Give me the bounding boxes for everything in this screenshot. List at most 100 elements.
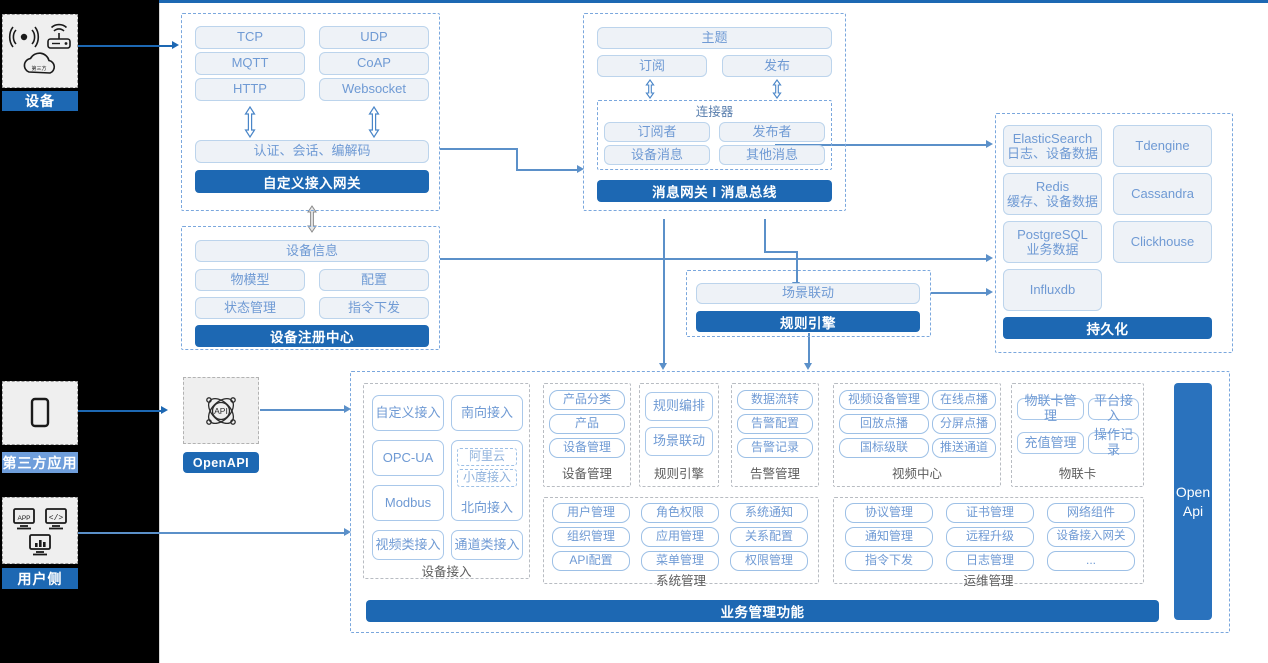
chip-api-config[interactable]: API配置 [552,551,630,571]
chip-publish[interactable]: 发布 [722,55,832,77]
chip-scene-linkage-biz[interactable]: 场景联动 [645,427,713,456]
chip-platform-access[interactable]: 平台接入 [1088,393,1139,423]
chip-command-dispatch[interactable]: 指令下发 [845,551,933,571]
chip-postgresql[interactable]: PostgreSQL 业务数据 [1003,221,1102,263]
store-name: ElasticSearch [1012,130,1093,146]
registry-title-bar[interactable]: 设备注册中心 [195,325,429,347]
chip-aliyun[interactable]: 阿里云 [457,448,517,466]
business-title-bar[interactable]: 业务管理功能 [366,600,1159,622]
chip-southbound-access[interactable]: 南向接入 [451,395,523,431]
chip-push-channel[interactable]: 推送通道 [932,438,996,458]
chip-split-screen-vod[interactable]: 分屏点播 [932,414,996,434]
chip-video-device-mgmt[interactable]: 视频设备管理 [839,390,929,410]
chip-org-mgmt[interactable]: 组织管理 [552,527,630,547]
chip-clickhouse[interactable]: Clickhouse [1113,221,1212,263]
chip-permission-mgmt[interactable]: 权限管理 [730,551,808,571]
chip-video-access[interactable]: 视频类接入 [372,530,444,560]
chip-auth-session-codec[interactable]: 认证、会话、编解码 [195,140,429,163]
chip-publisher[interactable]: 发布者 [719,122,825,142]
chip-remote-upgrade[interactable]: 远程升级 [946,527,1034,547]
chip-app-mgmt[interactable]: 应用管理 [641,527,719,547]
chip-protocol-mqtt[interactable]: MQTT [195,52,305,75]
group-label-ops: 运维管理 [963,573,1014,588]
gateway-title-bar[interactable]: 自定义接入网关 [195,170,429,193]
chip-menu-mgmt[interactable]: 菜单管理 [641,551,719,571]
group-label-video: 视频中心 [891,466,942,481]
chip-network-component[interactable]: 网络组件 [1047,503,1135,523]
line-broker-to-rules-h [764,251,797,253]
chip-protocol-http[interactable]: HTTP [195,78,305,101]
store-sub: 缓存、设备数据 [1006,194,1098,209]
device-access-label: 设备接入 [421,564,472,579]
chip-iot-card-mgmt[interactable]: 物联卡管理 [1017,393,1084,423]
chip-device-access-gateway[interactable]: 设备接入网关 [1047,527,1135,547]
chip-opc-ua[interactable]: OPC-UA [372,440,444,476]
open-api-side-bar[interactable]: Open Api [1174,383,1212,620]
chip-config[interactable]: 配置 [319,269,429,291]
chip-cert-mgmt[interactable]: 证书管理 [946,503,1034,523]
chip-state-mgmt[interactable]: 状态管理 [195,297,305,319]
rules-title-bar[interactable]: 规则引擎 [696,311,920,332]
chip-custom-access[interactable]: 自定义接入 [372,395,444,431]
group-label-device-mgmt: 设备管理 [561,466,612,481]
persistence-title-bar[interactable]: 持久化 [1003,317,1212,339]
chip-product-category[interactable]: 产品分类 [549,390,625,410]
device-icon-card: 第三方 [2,14,78,88]
chip-influxdb[interactable]: Influxdb [1003,269,1102,311]
chip-channel-access[interactable]: 通道类接入 [451,530,523,560]
group-label-system: 系统管理 [655,573,706,588]
chip-thing-model[interactable]: 物模型 [195,269,305,291]
chip-elasticsearch[interactable]: ElasticSearch 日志、设备数据 [1003,125,1102,167]
chip-online-vod[interactable]: 在线点播 [932,390,996,410]
chip-subscribe[interactable]: 订阅 [597,55,707,77]
chip-cassandra[interactable]: Cassandra [1113,173,1212,215]
broker-title-bar[interactable]: 消息网关 l 消息总线 [597,180,832,202]
chip-protocol-coap[interactable]: CoAP [319,52,429,75]
chip-operation-log[interactable]: 操作记录 [1088,427,1139,457]
router-icon [47,23,71,49]
persistence-container [995,113,1233,353]
chip-gb-cascade[interactable]: 国标级联 [839,438,929,458]
group-iot-card-container [1011,383,1144,487]
chip-topic[interactable]: 主题 [597,27,832,49]
chip-alarm-record[interactable]: 告警记录 [737,438,813,458]
chip-role-permission[interactable]: 角色权限 [641,503,719,523]
chip-other-message[interactable]: 其他消息 [719,145,825,165]
arrow-openapi-to-business [344,405,351,413]
chip-data-flow[interactable]: 数据流转 [737,390,813,410]
chip-protocol-tcp[interactable]: TCP [195,26,305,49]
chip-device-info[interactable]: 设备信息 [195,240,429,262]
chip-protocol-mgmt[interactable]: 协议管理 [845,503,933,523]
chip-xiaodu-access[interactable]: 小度接入 [457,469,517,487]
chip-alarm-config[interactable]: 告警配置 [737,414,813,434]
device-icons: 第三方 [8,23,71,74]
chip-device-message[interactable]: 设备消息 [604,145,710,165]
arrow-rules-to-persistence [986,288,993,296]
chip-scene-linkage[interactable]: 场景联动 [696,283,920,304]
chip-command-issue[interactable]: 指令下发 [319,297,429,319]
chip-redis[interactable]: Redis 缓存、设备数据 [1003,173,1102,215]
openapi-label[interactable]: OpenAPI [183,452,259,473]
chip-device-mgmt[interactable]: 设备管理 [549,438,625,458]
chip-more[interactable]: ... [1047,551,1135,571]
group-label-iot-card: 物联卡 [1058,466,1097,481]
chip-protocol-udp[interactable]: UDP [319,26,429,49]
chip-user-mgmt[interactable]: 用户管理 [552,503,630,523]
chip-playback-vod[interactable]: 回放点播 [839,414,929,434]
chip-rule-orchestration[interactable]: 规则编排 [645,392,713,421]
chip-notice-mgmt[interactable]: 通知管理 [845,527,933,547]
chip-subscriber[interactable]: 订阅者 [604,122,710,142]
chip-protocol-websocket[interactable]: Websocket [319,78,429,101]
chip-tdengine[interactable]: Tdengine [1113,125,1212,167]
line-broker-to-rules-v1 [764,219,766,253]
chip-system-notice[interactable]: 系统通知 [730,503,808,523]
chip-product[interactable]: 产品 [549,414,625,434]
chip-recharge-mgmt[interactable]: 充值管理 [1017,432,1084,454]
connector-title: 连接器 [695,104,734,119]
chip-modbus[interactable]: Modbus [372,485,444,521]
chip-log-mgmt[interactable]: 日志管理 [946,551,1034,571]
arrow-gateway-to-broker [577,165,584,173]
chip-relation-config[interactable]: 关系配置 [730,527,808,547]
user-side-icons: APP </> [13,507,67,555]
store-name: PostgreSQL [1017,226,1088,242]
